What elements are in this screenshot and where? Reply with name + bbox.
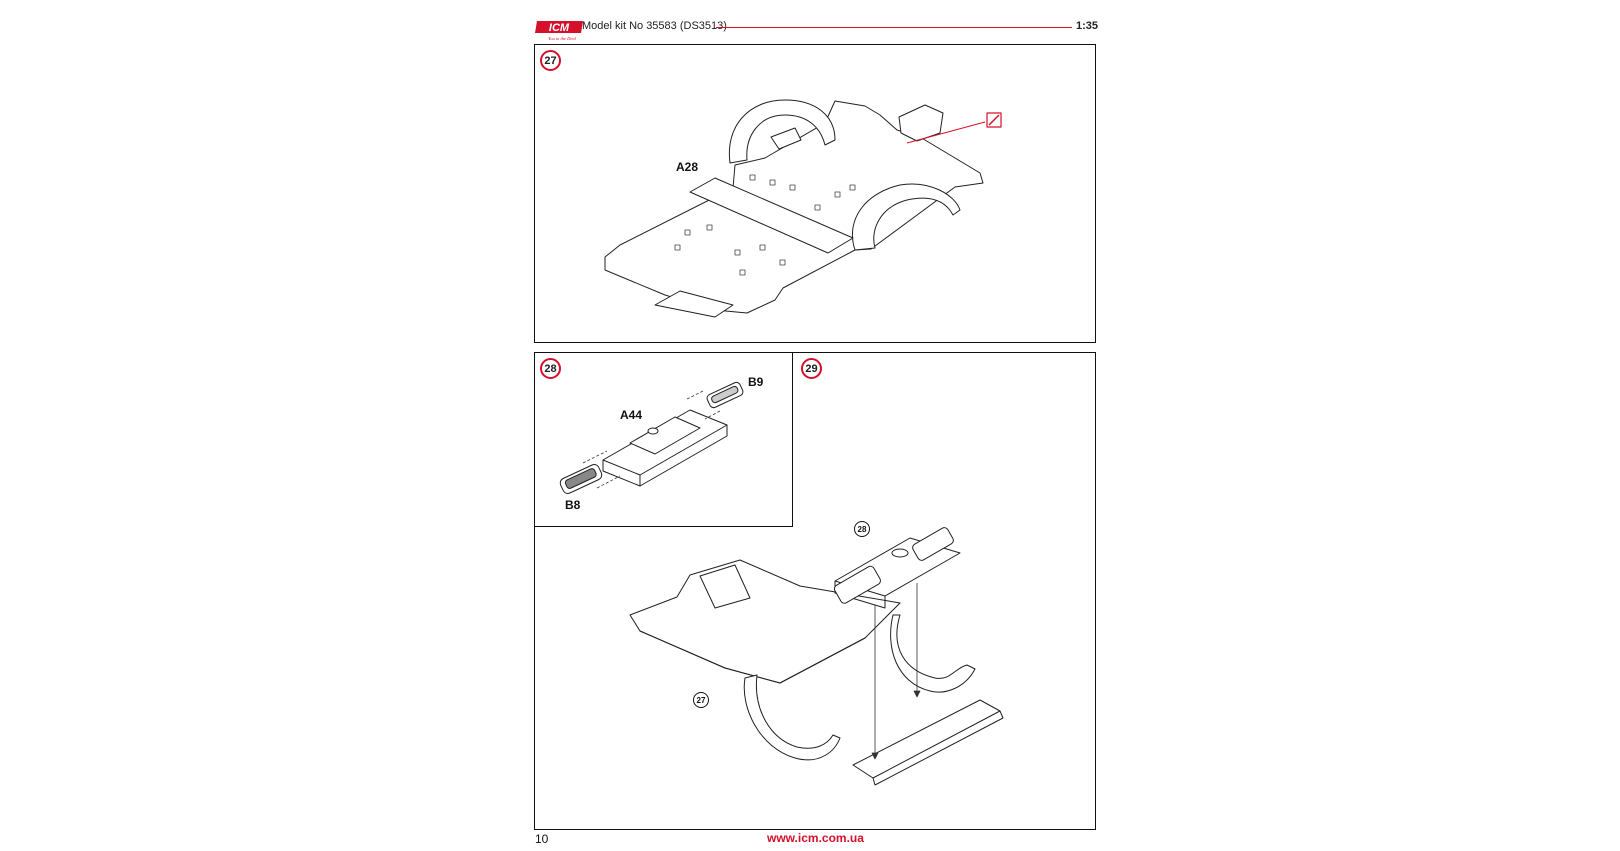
step-27-badge: 27 [540,50,561,71]
wheel-arch-front [728,99,836,164]
end-cap-b8 [559,464,603,494]
floor-panel-outline [604,100,984,314]
icm-logo: ICM You in the Deal [535,21,583,41]
step-27-drawing [604,99,1002,318]
step-28-arrows [582,390,721,489]
glue-leader [906,121,986,144]
end-cap-b9 [706,381,744,409]
step-29-drawing [629,527,1004,786]
step-28-drawing [559,381,744,494]
step-28-panel: 28 A44 B9 B8 [534,352,793,527]
svg-text:You in the Deal: You in the Deal [548,36,576,41]
kit-title: Model kit No 35583 (DS3513) [582,20,727,32]
part-label-b8: B8 [565,498,581,512]
header-rule [716,27,1072,28]
pedal-recess [654,290,734,318]
scale-label: 1:35 [1076,20,1099,32]
tank-assembly [833,527,961,609]
step-29-badge: 29 [801,358,822,379]
filler-cap [647,427,659,435]
center-panel [689,177,854,254]
subassembly-ref-27: 27 [693,692,709,708]
part-label-b9: B9 [748,375,764,389]
insertion-arrows [871,583,921,760]
fender-left [743,674,841,761]
step-27-panel: 27 A28 [534,44,1096,343]
fender-right [890,614,976,693]
part-label-a44: A44 [620,408,643,422]
page-number: 10 [535,832,549,846]
svg-text:ICM: ICM [549,22,570,34]
rear-step [898,104,944,142]
part-label-a28: A28 [676,160,699,174]
wheel-arch-rear [851,183,961,251]
bolt-grid [674,174,856,276]
glue-icon [986,112,1002,128]
subassembly-ref-28: 28 [854,521,870,537]
tank-lid [629,416,701,455]
website-link[interactable]: www.icm.com.ua [767,831,864,845]
step-28-badge: 28 [540,358,561,379]
front-recess [699,564,751,609]
front-bracket [770,127,802,150]
